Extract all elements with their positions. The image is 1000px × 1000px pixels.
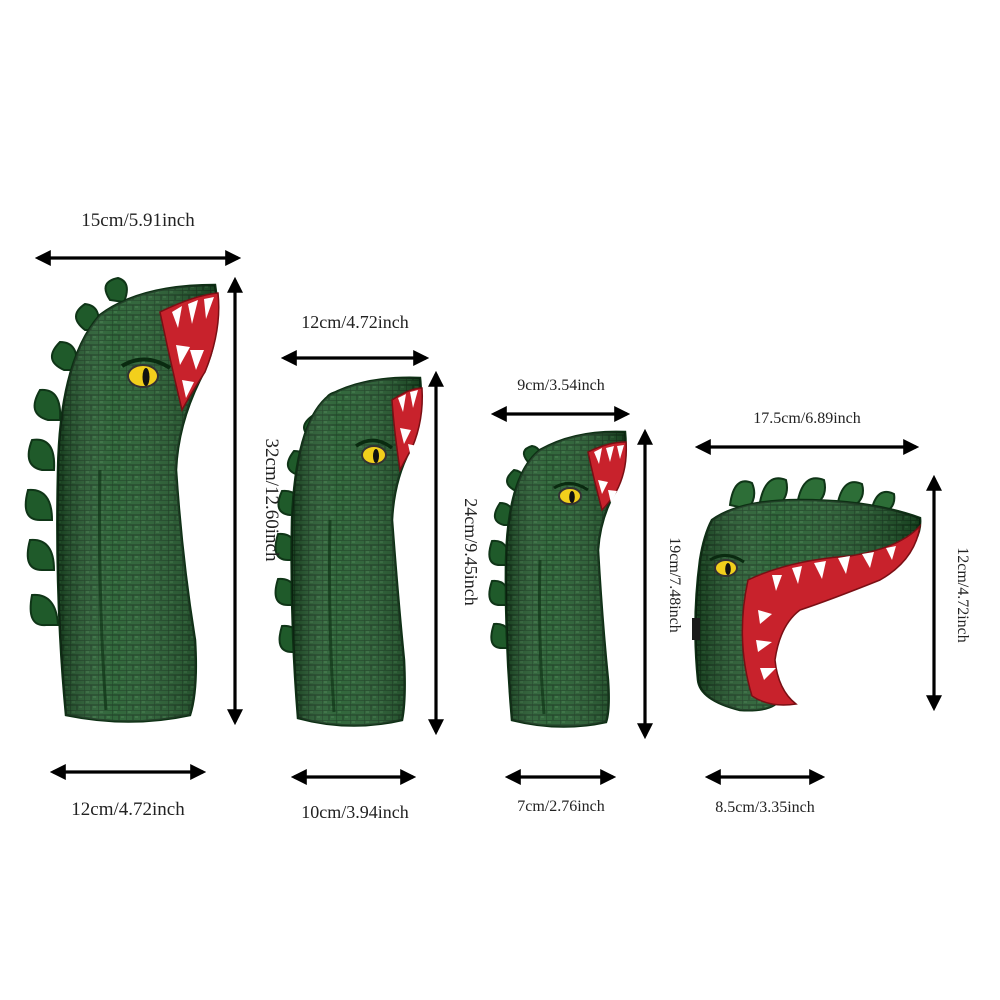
fairway-height-label: 24cm/9.45inch	[461, 498, 481, 605]
driver-mouth	[159, 292, 220, 413]
putter-headcover	[692, 477, 922, 712]
putter-mouth	[741, 523, 922, 706]
fairway-bottom-width-label: 10cm/3.94inch	[301, 802, 408, 822]
fairway-teeth	[398, 390, 418, 458]
hybrid-bottom-width-label: 7cm/2.76inch	[517, 798, 605, 815]
driver-bottom-width-label: 12cm/4.72inch	[71, 799, 185, 820]
putter-teeth	[756, 546, 896, 680]
hybrid-teeth	[594, 445, 624, 503]
fairway-headcover	[274, 376, 424, 727]
driver-top-width-label: 15cm/5.91inch	[81, 210, 195, 231]
putter-bottom-width-label: 8.5cm/3.35inch	[715, 799, 815, 816]
driver-teeth	[172, 297, 214, 398]
dimension-arrows	[34, 250, 942, 785]
putter-height-label: 12cm/4.72inch	[954, 547, 971, 643]
putter-top-width-label: 17.5cm/6.89inch	[753, 410, 861, 427]
hybrid-height-label: 19cm/7.48inch	[666, 537, 683, 633]
dimension-labels: 15cm/5.91inch 32cm/12.60inch 12cm/4.72in…	[71, 210, 971, 822]
fairway-top-width-label: 12cm/4.72inch	[301, 312, 408, 332]
putter-spikes	[728, 477, 896, 514]
driver-height-label: 32cm/12.60inch	[261, 439, 282, 562]
putter-side-tab	[692, 618, 700, 640]
hybrid-headcover	[488, 430, 628, 728]
driver-headcover	[24, 276, 220, 723]
hybrid-top-width-label: 9cm/3.54inch	[517, 377, 605, 394]
